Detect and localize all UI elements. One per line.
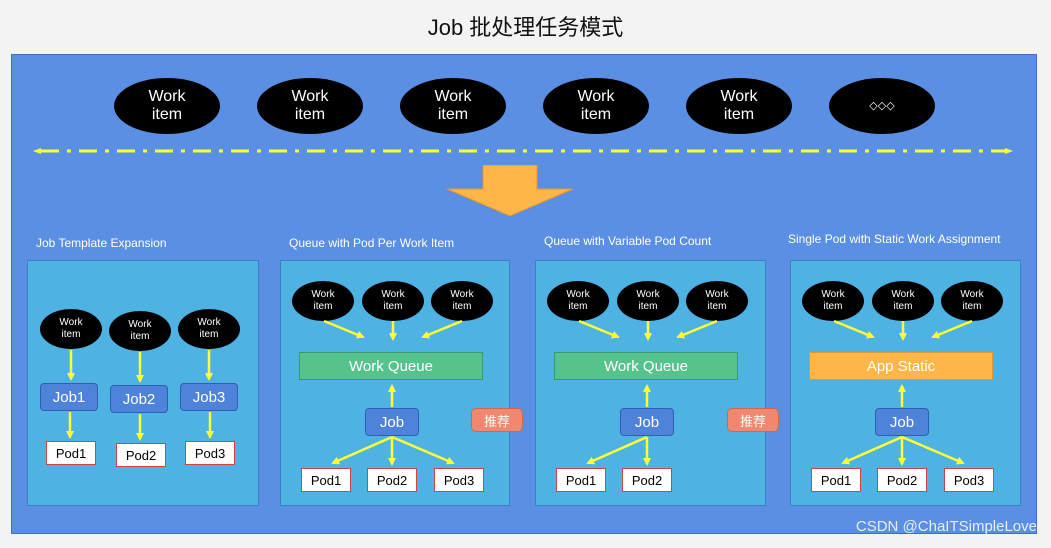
top-work-item-label: Work item: [720, 88, 758, 123]
s4-pod-1: Pod1: [811, 468, 861, 492]
top-work-item-label: Work item: [148, 88, 186, 123]
work-item-label: Work item: [960, 289, 984, 312]
s4-work-item-3: Work item: [941, 281, 1003, 321]
s3-pod-1: Pod1: [556, 468, 606, 492]
s3-work-item-3: Work item: [686, 281, 748, 321]
top-work-item-4: Work item: [543, 78, 649, 134]
s1-pod-3: Pod3: [185, 441, 235, 465]
s1-work-item-3: Work item: [178, 309, 240, 349]
s3-job: Job: [620, 408, 674, 436]
s2-recommended-badge: 推荐: [471, 408, 523, 432]
work-item-label: Work item: [891, 289, 915, 312]
watermark: CSDN @ChaITSimpleLove: [855, 518, 1037, 535]
top-work-item-2: Work item: [257, 78, 363, 134]
s2-job: Job: [365, 408, 419, 436]
timeline-right-arrow-icon: [1005, 148, 1013, 154]
s1-pod-1: Pod1: [46, 441, 96, 465]
s3-recommended-badge: 推荐: [727, 408, 779, 432]
section-title-pod-per-item: Queue with Pod Per Work Item: [289, 236, 455, 250]
work-item-label: Work item: [381, 289, 405, 312]
more-items-label: ◇◇◇: [869, 100, 895, 112]
s3-work-item-1: Work item: [547, 281, 609, 321]
work-item-label: Work item: [197, 317, 221, 340]
top-work-item-label: Work item: [577, 88, 615, 123]
s4-pod-3: Pod3: [944, 468, 994, 492]
s2-work-queue: Work Queue: [299, 352, 483, 380]
s2-pod-3: Pod3: [434, 468, 484, 492]
s4-work-item-2: Work item: [872, 281, 934, 321]
work-item-label: Work item: [636, 289, 660, 312]
timeline-left-arrow-icon: [33, 148, 41, 154]
work-item-label: Work item: [821, 289, 845, 312]
top-work-item-more: ◇◇◇: [829, 78, 935, 134]
section-title-template-expansion: Job Template Expansion: [36, 236, 167, 250]
s1-job-1: Job1: [40, 383, 98, 411]
big-down-arrow-icon: [446, 165, 574, 217]
s4-job: Job: [875, 408, 929, 436]
s2-work-item-1: Work item: [292, 281, 354, 321]
s3-work-queue: Work Queue: [554, 352, 738, 380]
s1-work-item-2: Work item: [109, 311, 171, 351]
s1-pod-2: Pod2: [116, 443, 166, 467]
section-title-variable-pod: Queue with Variable Pod Count: [544, 234, 712, 248]
s2-pod-1: Pod1: [301, 468, 351, 492]
top-work-item-3: Work item: [400, 78, 506, 134]
work-item-label: Work item: [450, 289, 474, 312]
s4-pod-2: Pod2: [877, 468, 927, 492]
s2-pod-2: Pod2: [367, 468, 417, 492]
s2-work-item-3: Work item: [431, 281, 493, 321]
s1-job-2: Job2: [110, 385, 168, 413]
s2-work-item-2: Work item: [362, 281, 424, 321]
s4-app-static: App Static: [809, 352, 993, 380]
section-title-static: Single Pod with Static Work Assignment: [788, 232, 1001, 246]
top-work-item-label: Work item: [291, 88, 329, 123]
top-work-item-1: Work item: [114, 78, 220, 134]
s4-work-item-1: Work item: [802, 281, 864, 321]
s3-work-item-2: Work item: [617, 281, 679, 321]
top-work-item-label: Work item: [434, 88, 472, 123]
work-item-label: Work item: [311, 289, 335, 312]
page-title: Job 批处理任务模式: [427, 15, 624, 40]
work-item-label: Work item: [566, 289, 590, 312]
top-work-item-5: Work item: [686, 78, 792, 134]
s1-work-item-1: Work item: [40, 309, 102, 349]
work-item-label: Work item: [705, 289, 729, 312]
s3-pod-2: Pod2: [622, 468, 672, 492]
work-item-label: Work item: [59, 317, 83, 340]
work-item-label: Work item: [128, 319, 152, 342]
dashed-timeline: [33, 148, 1013, 154]
s1-job-3: Job3: [180, 383, 238, 411]
